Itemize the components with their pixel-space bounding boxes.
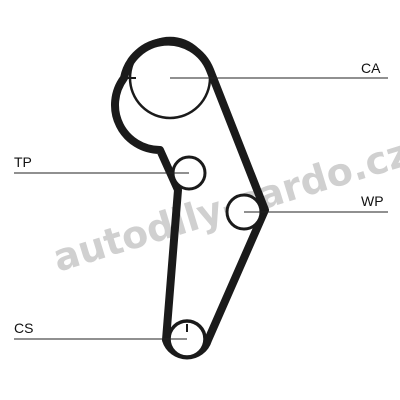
tp-label: TP — [14, 154, 32, 170]
watermark-text: autodily-cardo.cz — [48, 130, 400, 280]
wp-label: WP — [361, 193, 384, 209]
cs-label: CS — [14, 320, 33, 336]
ca-label: CA — [361, 60, 381, 76]
